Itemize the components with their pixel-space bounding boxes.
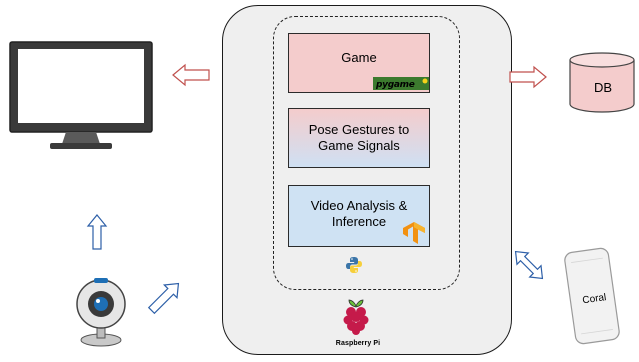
pose-gestures-label: Pose Gestures to Game Signals — [308, 122, 410, 153]
database-icon — [568, 52, 636, 119]
raspberry-pi-logo-icon — [341, 298, 371, 341]
game-label: Game — [341, 50, 377, 65]
raspberry-pi-label: Raspberry Pi — [335, 340, 381, 347]
coral-logo-text: Coral — [582, 292, 607, 306]
arrow-pi-to-monitor — [172, 63, 210, 91]
python-logo-icon — [345, 256, 363, 279]
coral-device-icon: Coral — [562, 246, 622, 351]
video-analysis-block: Video Analysis & Inference — [288, 185, 430, 247]
tensorflow-logo-icon — [402, 221, 426, 250]
arrow-webcam-to-pi — [146, 278, 184, 321]
software-boundary — [273, 16, 460, 290]
monitor-icon — [8, 40, 156, 157]
arrow-webcam-to-monitor — [86, 214, 108, 255]
pygame-logo-icon: pygame — [373, 77, 429, 90]
webcam-icon — [70, 278, 132, 353]
arrow-pi-to-db — [509, 65, 547, 93]
video-analysis-label: Video Analysis & Inference — [310, 198, 408, 229]
pose-gestures-block: Pose Gestures to Game Signals — [288, 108, 430, 168]
arrow-pi-coral-bidirectional — [512, 248, 546, 287]
pygame-logo-text: pygame — [375, 80, 415, 90]
database-label: DB — [593, 80, 613, 95]
